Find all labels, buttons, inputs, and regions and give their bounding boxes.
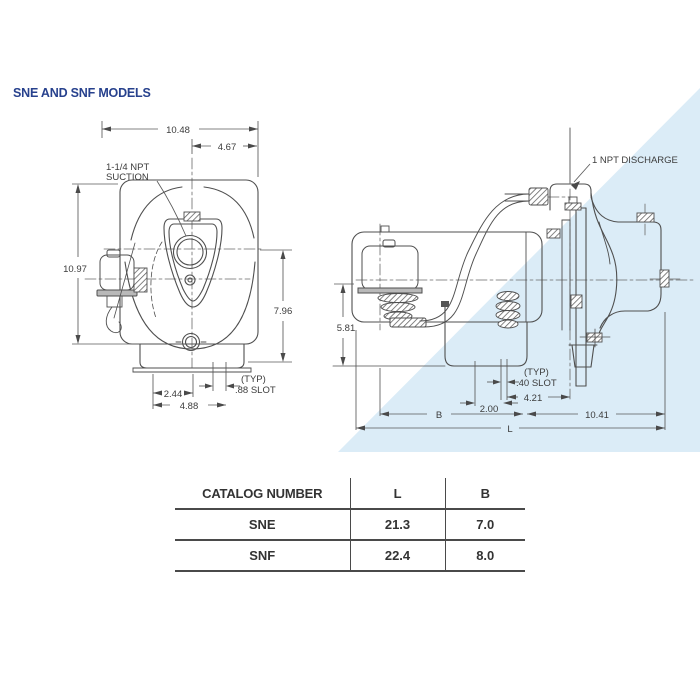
front-view [84,157,263,373]
tank-top-plug [636,212,655,223]
col-header-l: L [349,478,445,510]
dim-slot-to-discharge: 4.21 [524,393,543,404]
catalog-table: CATALOG NUMBER L B SNE 21.3 7.0 SNF 22.4… [175,478,525,572]
casing-shoulder [590,196,662,231]
technical-drawing: 10.48 4.67 10.97 7.96 2.44 4.88 (TYP) .8… [63,88,700,452]
pressure-switch-front [96,242,148,334]
flange-bolt [546,228,561,239]
switch-wire-hook [105,306,122,334]
col-header-b: B [444,478,525,510]
table-header-row: CATALOG NUMBER L B [175,478,525,510]
conduit-tube-outer [423,200,530,328]
side-dim-arrowheads [340,181,665,431]
base-bracket [332,301,528,367]
seal-plate-outer [163,218,223,308]
cell-b-value: 7.0 [444,509,525,541]
watermark-triangle [338,88,700,452]
cell-catalog-number: SNF [175,540,350,572]
seal-plate-inner [168,223,218,302]
dim-front-slot-span: 4.88 [180,401,199,412]
page-title: SNE AND SNF MODELS [13,86,151,100]
front-view-dimensions: 10.48 4.67 10.97 7.96 2.44 4.88 (TYP) .8… [63,121,292,412]
side-view-dimensions: 1 NPT DISCHARGE 5.81 (TYP) .40 SLOT 4.21… [334,155,678,435]
casing-right-side [599,229,662,329]
suction-port-inner [176,238,204,266]
front-slot-typ-label: (TYP) [241,374,266,385]
tank-side-plug [659,269,670,288]
pressure-switch-side [357,239,427,328]
rear-foot [571,344,595,368]
dim-b-label: B [436,410,442,421]
discharge-label: 1 NPT DISCHARGE [592,155,678,166]
flange-plate [546,196,587,387]
dim-side-height-base: 5.81 [337,323,356,334]
clearance-arc [150,241,163,319]
side-slot-typ-label: (TYP) [524,367,549,378]
switch-elbow [389,317,427,328]
volute-bowl-arc [124,261,256,350]
suction-label-line1: 1-1/4 NPT [106,162,149,173]
dim-front-height-base: 7.96 [274,306,293,317]
front-dim-arrowheads [75,126,286,408]
suction-port-outer [172,234,208,270]
suction-label-line2: SUCTION [106,172,149,183]
switch-conduit-nipple [133,267,148,293]
dim-front-slot-offset: 2.44 [164,389,183,400]
conduit-tube-inner [419,193,530,322]
dim-hole-offset: 2.00 [480,404,499,415]
table-row-sne: SNE 21.3 7.0 [175,509,525,541]
dim-front-width-half: 4.67 [218,142,237,153]
seal-bolt-center [187,277,193,283]
priming-plug [183,211,201,222]
dim-l-label: L [507,424,512,435]
bracket-bolt [441,301,449,307]
side-view [332,127,696,400]
side-slot-size-label: .40 SLOT [516,378,557,389]
cell-l-value: 22.4 [349,540,445,572]
drain-plug-outer [181,332,201,352]
motor-body [351,231,543,323]
front-slot-size-label: .88 SLOT [235,385,276,396]
pump-body-outline [119,179,259,345]
seal-bolt [184,274,196,286]
conduit-fitting [528,187,549,206]
dim-front-height-overall: 10.97 [63,264,87,275]
volute-arc-right [203,186,255,239]
casing-bell-inner [598,221,611,265]
casing-drain-boss [586,332,603,343]
volute-arc-left [130,186,183,241]
table-row-snf: SNF 22.4 8.0 [175,540,525,572]
col-header-catalog-number: CATALOG NUMBER [175,478,350,510]
dim-discharge-to-end: 10.41 [585,410,609,421]
ejector-ribs [495,291,521,329]
cell-catalog-number: SNE [175,509,350,541]
discharge-leader-line [573,163,591,183]
dim-front-width-overall: 10.48 [166,125,190,136]
cell-b-value: 8.0 [444,540,525,572]
suction-leader-line [156,180,187,237]
pump-casing [504,183,670,368]
front-centerlines [84,157,263,369]
drain-plug-inner [184,335,198,349]
discharge-boss [549,183,592,211]
cell-l-value: 21.3 [349,509,445,541]
